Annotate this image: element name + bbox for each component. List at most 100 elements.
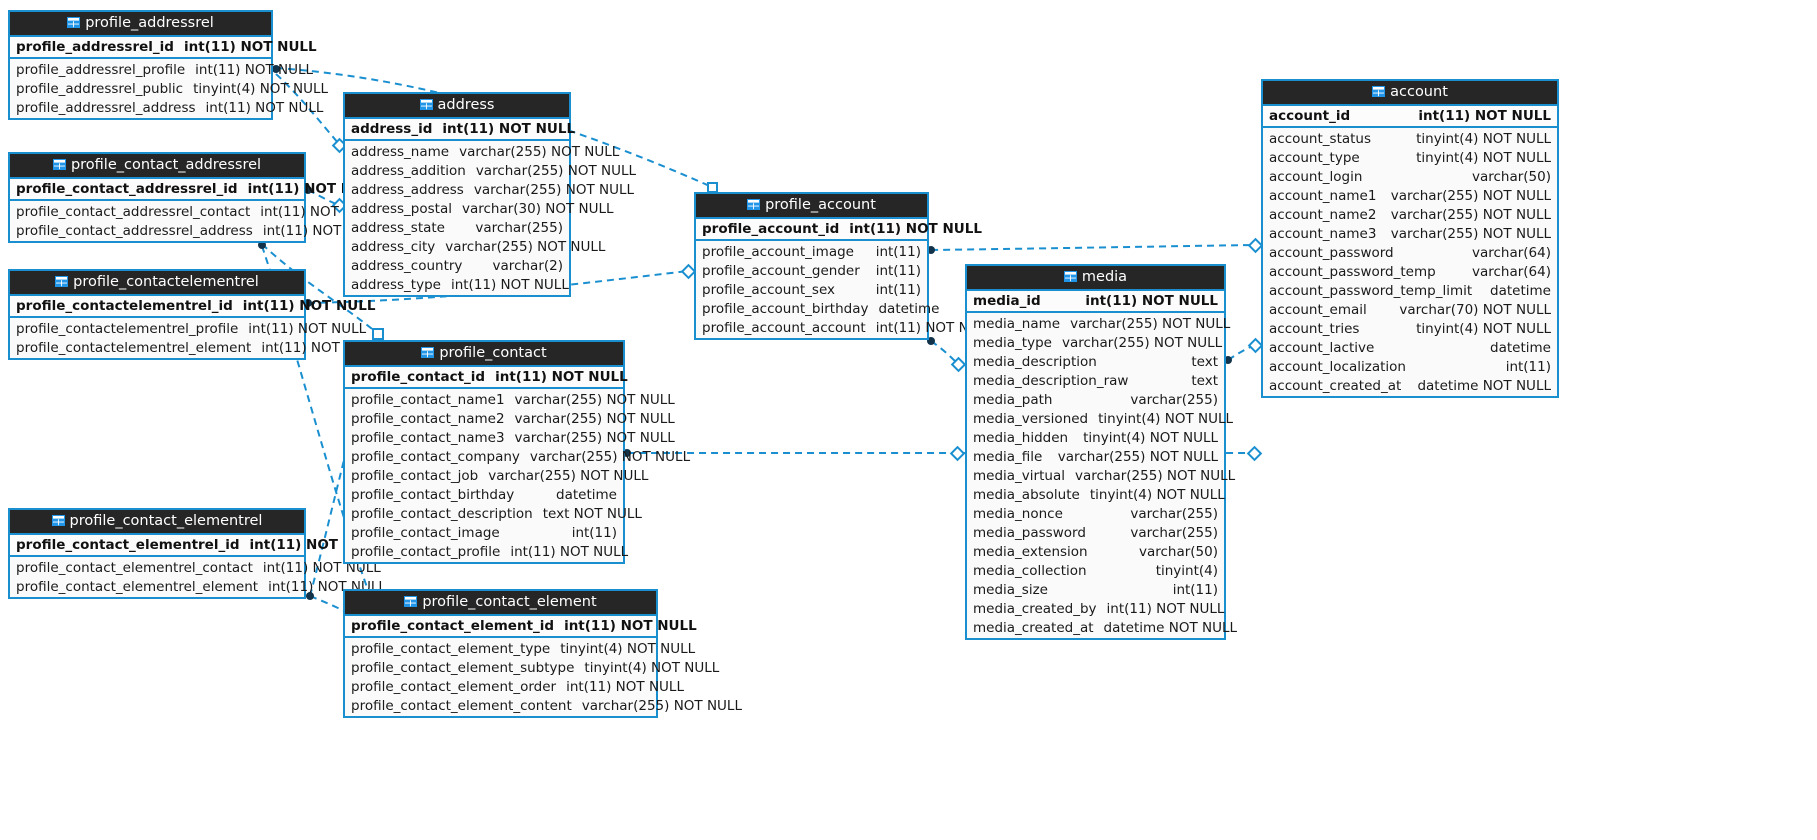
table-header-profile_contact_element[interactable]: profile_contact_element: [345, 591, 656, 616]
table-header-profile_account[interactable]: profile_account: [696, 194, 927, 219]
table-header-profile_contact_elementrel[interactable]: profile_contact_elementrel: [10, 510, 304, 535]
table-header-address[interactable]: address: [345, 94, 569, 119]
column-name: profile_account_id: [702, 221, 840, 237]
table-header-profile_addressrel[interactable]: profile_addressrel: [10, 12, 271, 37]
table-header-account[interactable]: account: [1263, 81, 1557, 106]
column-type: int(11) NOT NULL: [1418, 108, 1551, 124]
table-header-profile_contact_addressrel[interactable]: profile_contact_addressrel: [10, 154, 304, 179]
table-header-profile_contactelementrel[interactable]: profile_contactelementrel: [10, 271, 304, 296]
column-name: media_extension: [973, 543, 1088, 560]
column-type: varchar(64): [1471, 263, 1551, 280]
table-header-profile_contact[interactable]: profile_contact: [345, 342, 623, 367]
table-header-media[interactable]: media: [967, 266, 1224, 291]
